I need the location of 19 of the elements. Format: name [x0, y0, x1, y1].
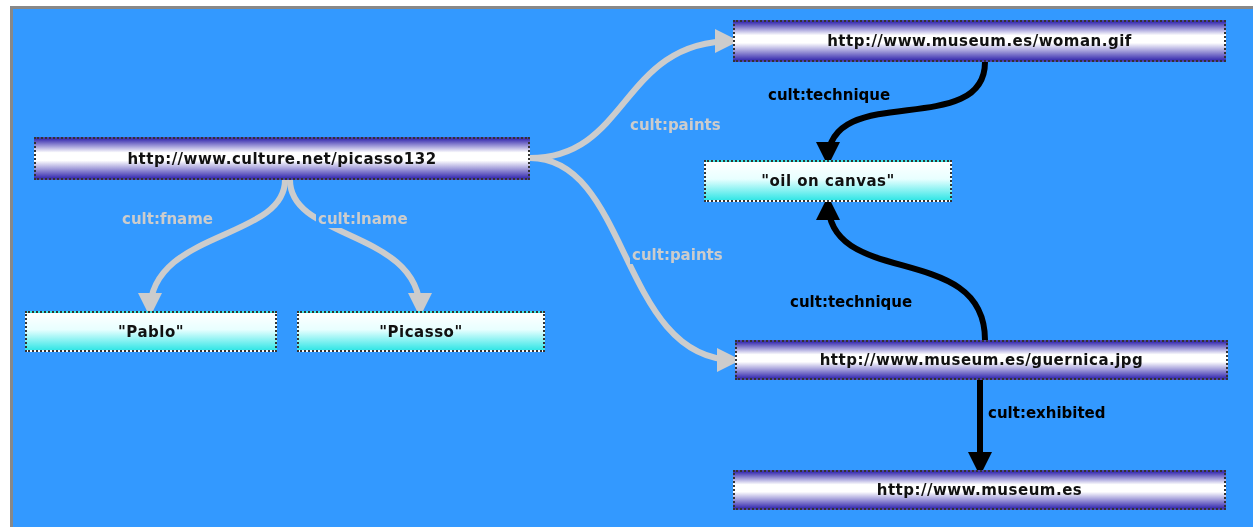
node-label: http://www.culture.net/picasso132 — [127, 149, 437, 168]
node-label: "oil on canvas" — [761, 172, 895, 190]
node-label: "Pablo" — [118, 322, 184, 341]
resource-box — [34, 137, 530, 180]
literal-box — [704, 160, 952, 202]
resource-box — [733, 20, 1226, 62]
node-label: http://www.museum.es — [876, 481, 1083, 499]
edge-label: cult:technique — [788, 293, 915, 311]
node-label: http://www.museum.es/woman.gif — [827, 32, 1132, 50]
literal-box — [25, 311, 277, 352]
edge-label: cult:paints — [628, 116, 723, 134]
resource-box — [735, 340, 1228, 380]
edge-label: cult:paints — [630, 246, 725, 264]
resource-box — [733, 470, 1226, 510]
edge-label: cult:lname — [316, 210, 410, 228]
edge-label: cult:technique — [766, 86, 893, 104]
node-label: "Picasso" — [379, 322, 463, 341]
literal-box — [297, 311, 545, 352]
node-label: http://www.museum.es/guernica.jpg — [819, 351, 1144, 369]
